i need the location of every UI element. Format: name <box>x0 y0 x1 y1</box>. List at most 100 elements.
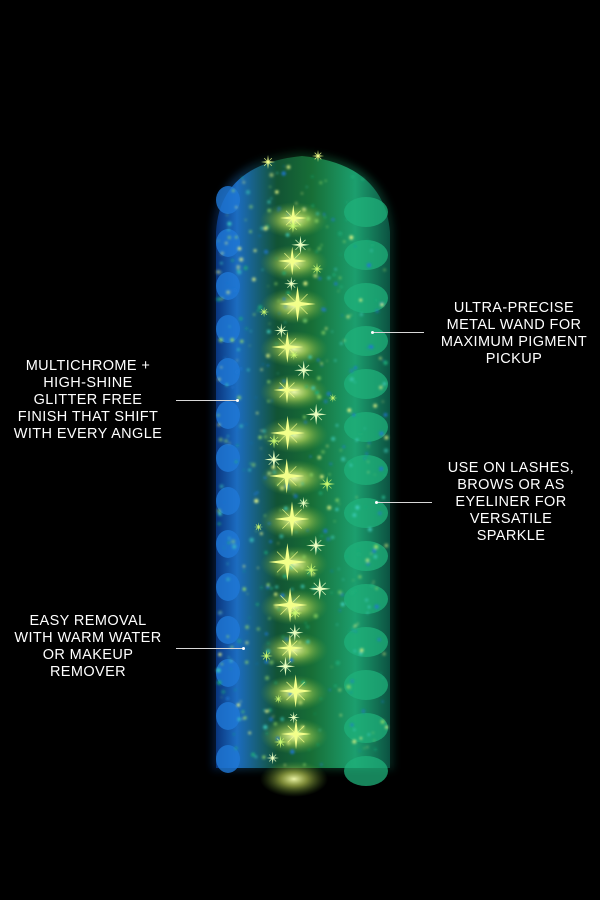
glitter-speck <box>324 327 328 330</box>
glitter-speck <box>347 460 351 464</box>
glitter-speck <box>306 216 310 221</box>
glitter-speck <box>275 342 278 346</box>
glitter-speck <box>374 474 376 476</box>
glitter-speck <box>227 221 232 226</box>
glitter-speck <box>305 385 308 389</box>
glitter-speck <box>267 642 270 645</box>
glitter-speck <box>311 572 315 576</box>
glitter-speck <box>338 590 342 595</box>
glitter-speck <box>243 570 246 572</box>
bristle-band-blue <box>216 702 240 730</box>
glitter-speck <box>314 390 320 395</box>
sparkle-stars <box>253 150 338 765</box>
glitter-speck <box>286 291 290 295</box>
glitter-speck <box>349 235 354 240</box>
glitter-speck <box>290 552 295 556</box>
glitter-speck <box>227 656 230 659</box>
glitter-speck <box>383 360 388 365</box>
sparkle-star-icon <box>260 649 273 663</box>
bristle-band-blue <box>216 358 240 386</box>
glitter-speck <box>372 731 375 734</box>
glitter-speck <box>248 468 251 472</box>
glitter-speck <box>260 226 264 231</box>
glitter-speck <box>260 368 263 371</box>
glitter-speck <box>245 625 249 629</box>
glitter-speck <box>326 225 328 228</box>
glitter-speck <box>303 281 308 286</box>
glitter-speck <box>236 703 241 707</box>
sparkle-star-icon <box>279 285 316 323</box>
sparkle-star-icon <box>264 450 284 470</box>
glitter-speck <box>374 748 377 751</box>
glitter-speck <box>269 660 274 665</box>
glitter-speck <box>309 455 312 458</box>
glitter-speck <box>273 722 278 726</box>
glitter-speck <box>267 380 271 384</box>
glitter-speck <box>382 652 386 656</box>
sparkle-star-icon <box>280 204 307 232</box>
glitter-speck <box>349 463 353 467</box>
glitter-speck <box>373 403 378 408</box>
glitter-speck <box>282 379 286 383</box>
glitter-speck <box>367 733 371 736</box>
sparkle-star-icon <box>266 433 282 449</box>
glitter-speck <box>226 282 229 285</box>
glitter-speck <box>319 763 323 766</box>
glitter-speck <box>331 330 334 333</box>
glitter-speck <box>314 713 316 715</box>
glitter-speck <box>236 265 241 269</box>
sparkle-star-icon <box>286 624 304 642</box>
glitter-speck <box>298 700 303 705</box>
leader-line-multichrome-finish <box>176 399 239 402</box>
glitter-speck <box>305 625 310 629</box>
glitter-speck <box>280 486 285 491</box>
glitter-speck <box>218 437 223 442</box>
glitter-speck <box>243 266 248 270</box>
glitter-speck <box>306 640 310 644</box>
glitter-speck <box>249 204 253 209</box>
glitter-speck <box>265 709 269 713</box>
glitter-speck <box>379 431 384 436</box>
glitter-speck <box>237 639 242 644</box>
glitter-speck <box>354 624 357 627</box>
glitter-speck <box>304 622 307 625</box>
glitter-speck <box>225 383 229 387</box>
glitter-speck <box>220 251 224 255</box>
glitter-speck <box>268 708 272 712</box>
glitter-speck <box>228 325 231 328</box>
glitter-speck <box>275 190 279 194</box>
sparkle-star-icon <box>304 562 319 578</box>
sparkle-star-icon <box>306 535 326 556</box>
glitter-speck <box>335 660 341 666</box>
glitter-speck <box>351 175 354 179</box>
sparkle-star-icon <box>305 403 327 425</box>
glitter-speck <box>304 499 308 504</box>
glitter-speck <box>261 269 264 271</box>
glitter-speck <box>268 717 274 722</box>
glitter-speck <box>286 165 291 169</box>
glitter-speck <box>277 542 280 545</box>
glitter-speck <box>255 396 257 399</box>
glitter-speck <box>295 201 298 205</box>
glitter-speck <box>279 509 282 512</box>
glitter-speck <box>267 200 271 204</box>
glitter-speck <box>298 641 301 644</box>
glitter-speck <box>326 537 331 542</box>
glitter-speck <box>299 468 302 470</box>
glitter-speck <box>216 270 221 274</box>
sparkle-star-icon <box>319 476 336 492</box>
glitter-speck <box>246 593 249 595</box>
glitter-speck <box>331 217 335 222</box>
glitter-speck <box>332 273 336 277</box>
glitter-speck <box>354 630 357 633</box>
glitter-speck <box>354 245 356 248</box>
sparkle-star-icon <box>266 751 279 765</box>
sparkle-star-icon <box>273 376 301 404</box>
glitter-speck <box>270 587 273 590</box>
glitter-speck <box>265 676 270 680</box>
glitter-speck <box>334 684 337 688</box>
glitter-speck <box>260 586 263 589</box>
glitter-speck <box>377 638 381 642</box>
glitter-speck <box>237 395 242 400</box>
bristle-band-blue <box>216 745 240 773</box>
